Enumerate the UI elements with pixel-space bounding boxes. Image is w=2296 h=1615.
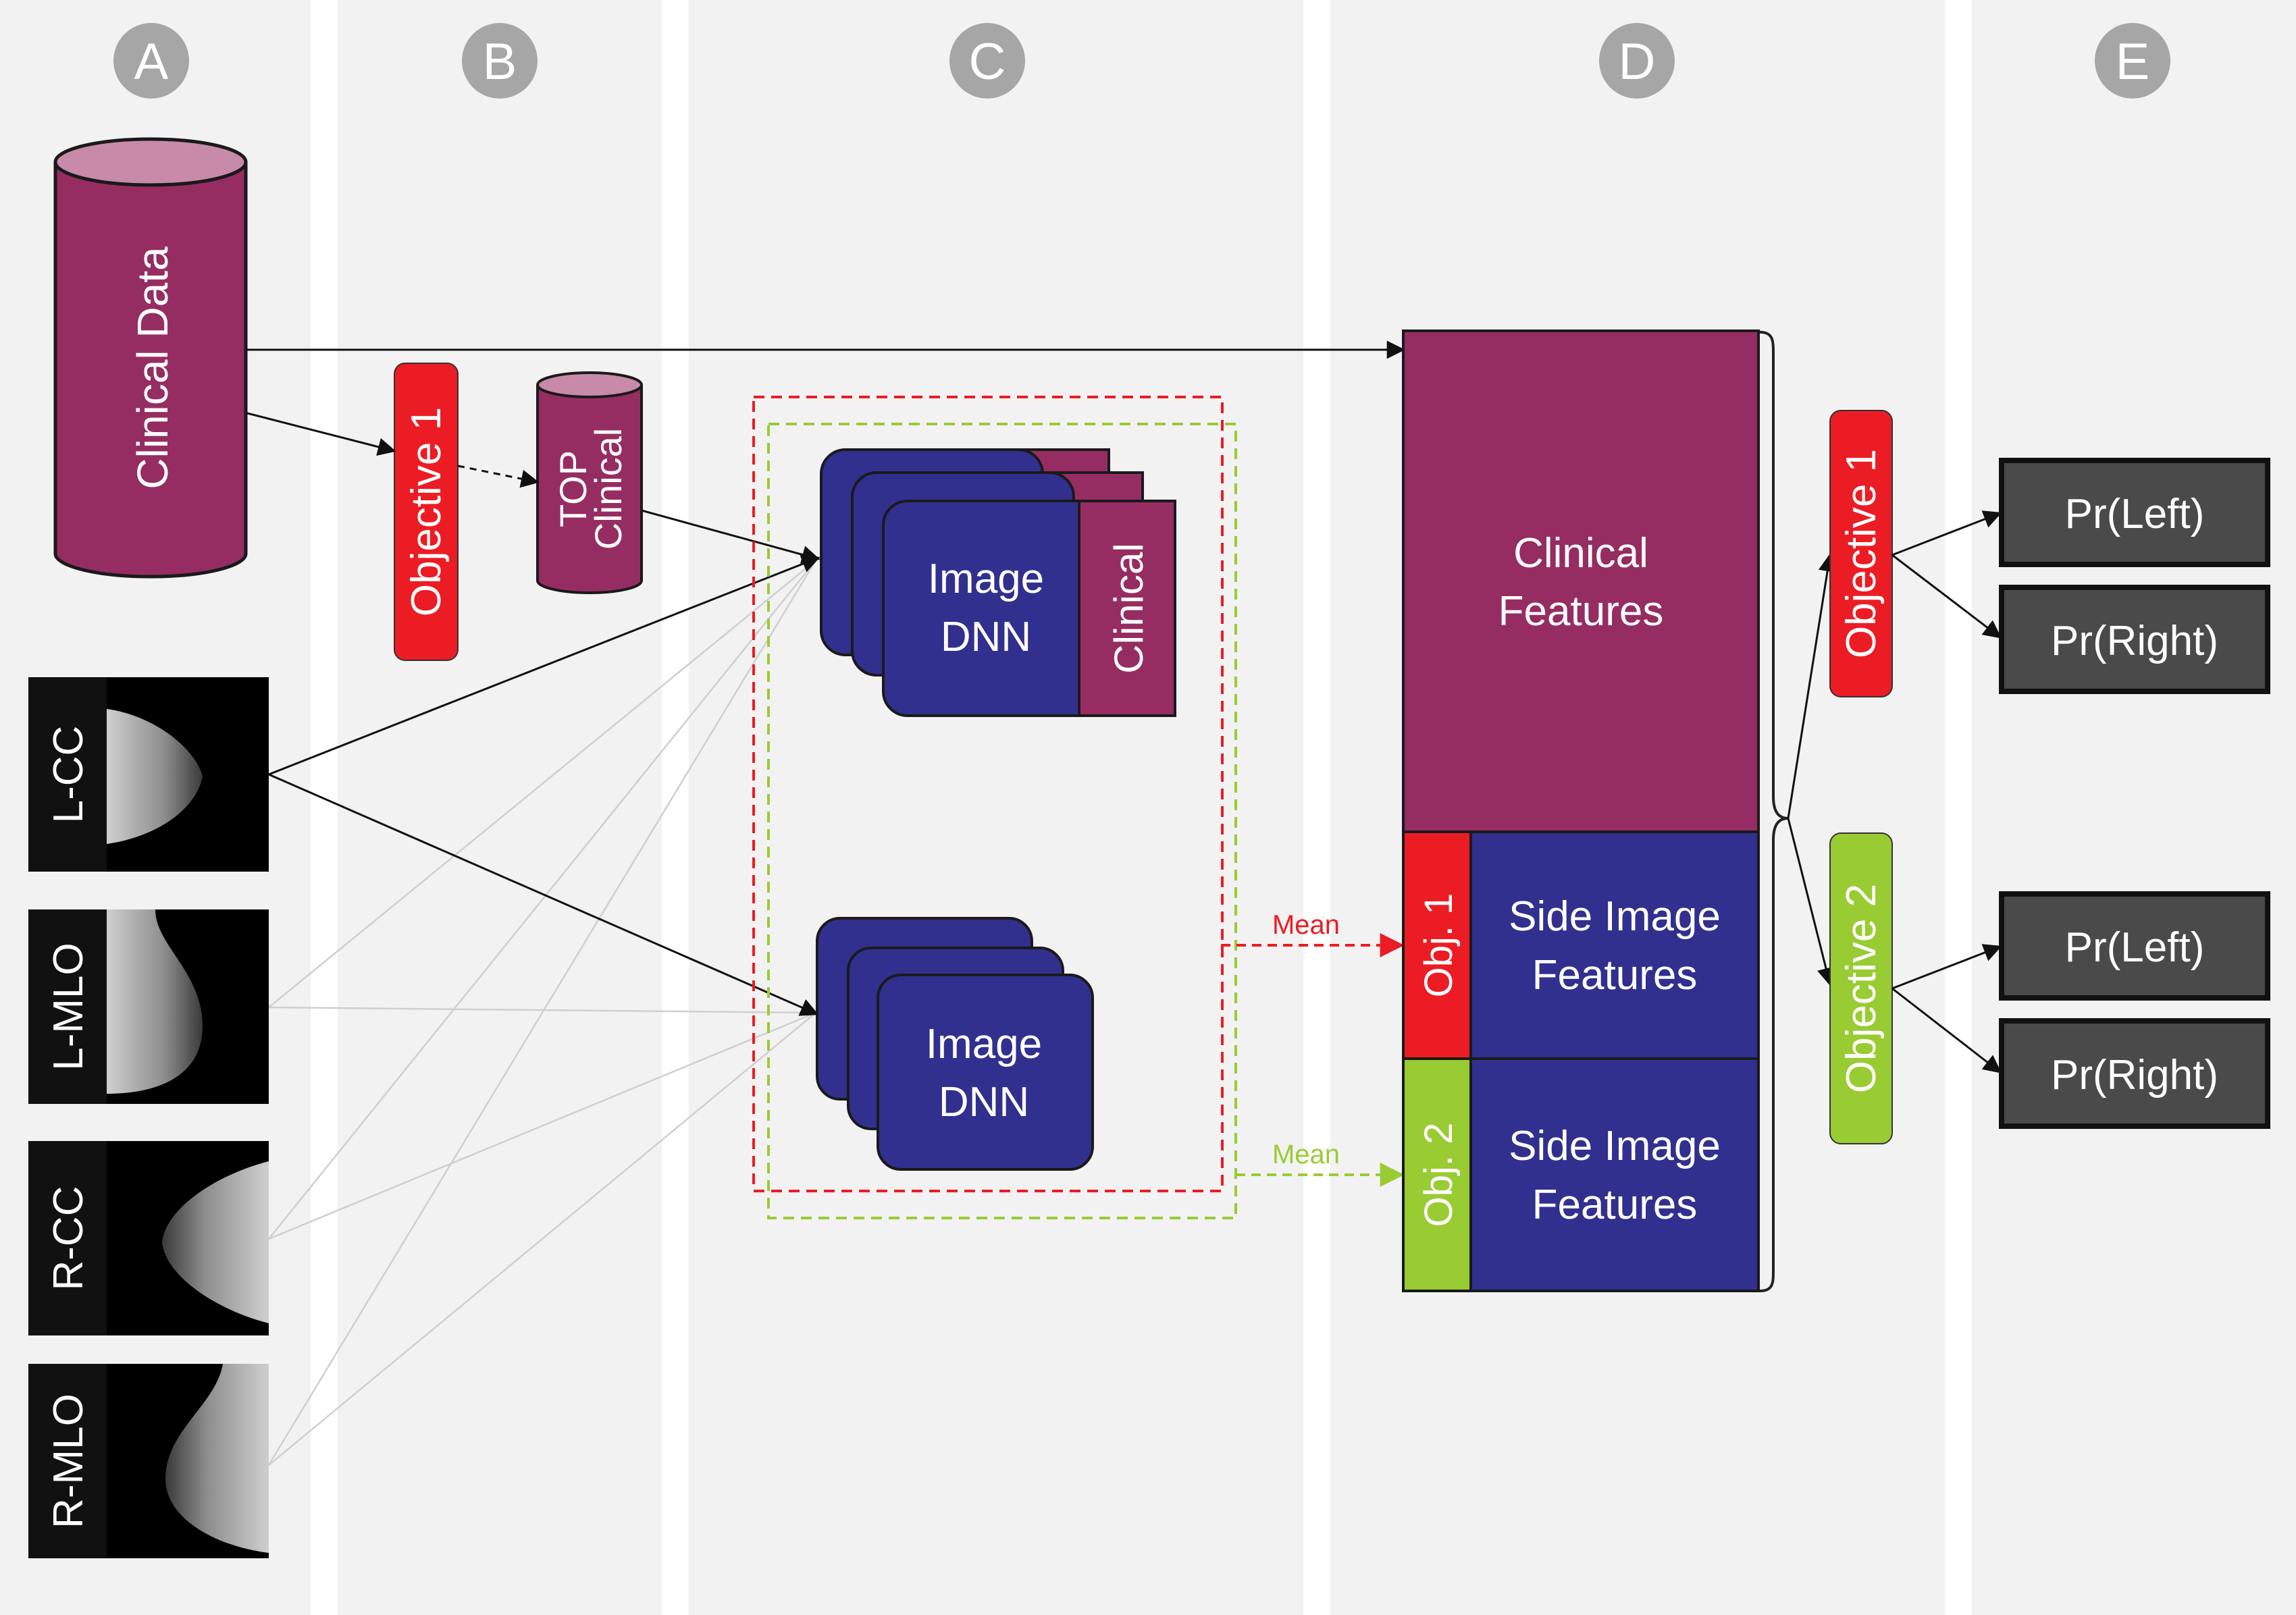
side-features-2-block (1469, 1057, 1760, 1292)
dnn-upper-label-line1: Image (928, 556, 1044, 602)
output-box-1 (1999, 458, 2270, 567)
column-letter-c: C (969, 33, 1006, 90)
output-box-4 (1999, 1018, 2270, 1129)
dnn-stack-upper: Image DNN Clinical (820, 448, 1176, 717)
obj2-block (1402, 1057, 1472, 1292)
column-circle-d (1599, 23, 1675, 99)
side-features-1-block (1469, 830, 1760, 1060)
top-clinical-label-line2: Clinical (587, 428, 629, 550)
clinical-features-line1: Clinical (1513, 530, 1648, 577)
output-label-1: Pr(Left) (2065, 491, 2205, 537)
band-c (689, 0, 1303, 1615)
band-b (338, 0, 662, 1615)
dnn-clinical-block (1078, 500, 1176, 717)
black-arrows (246, 340, 1405, 1016)
view-l-cc: L-CC (28, 677, 269, 872)
view-label-l-cc: L-CC (45, 726, 92, 824)
output-boxes: Pr(Left) Pr(Right) Pr(Left) Pr(Right) (1999, 458, 2270, 1129)
output-arrows (1891, 510, 2002, 1074)
view-label-l-mlo: L-MLO (45, 943, 92, 1070)
feature-stack: Clinical Features Obj. 1 Side Image Feat… (1402, 329, 1760, 1292)
arrow-objective-to-top (457, 465, 540, 488)
arrow-clinical-to-objective (246, 412, 396, 456)
output-label-4: Pr(Right) (2051, 1052, 2218, 1098)
red-dashed-group (752, 396, 1224, 1192)
view-r-mlo: R-MLO (28, 1364, 269, 1558)
dnn-clinical-label: Clinical (1106, 543, 1151, 673)
objective-1-label-e: Objective 1 (1838, 449, 1885, 658)
column-letter-b: B (483, 33, 517, 90)
view-label-r-cc: R-CC (45, 1186, 92, 1291)
faint-connectors (267, 560, 817, 1466)
arrow-lcc-to-dnn-lower (268, 773, 819, 1016)
mean-arrows (1221, 933, 1405, 1187)
mean-label-green: Mean (1272, 1140, 1340, 1169)
column-circle-a (113, 23, 189, 99)
objective-2-label-e: Objective 2 (1838, 884, 1885, 1093)
band-e (1972, 0, 2296, 1615)
view-label-r-mlo: R-MLO (45, 1394, 92, 1529)
clinical-features-block (1402, 329, 1760, 833)
side-features-1-line2: Features (1532, 952, 1698, 999)
column-letter-a: A (134, 33, 169, 90)
top-clinical-label-line1: TOP (552, 450, 594, 527)
objective-1-pill-e: Objective 1 (1829, 410, 1893, 697)
column-letter-d: D (1619, 33, 1656, 90)
view-l-mlo: L-MLO (28, 909, 269, 1104)
mammogram-l-cc (107, 709, 203, 844)
objective-1-pill-b: Objective 1 (394, 363, 459, 661)
view-r-cc: R-CC (28, 1141, 269, 1335)
output-label-2: Pr(Right) (2051, 618, 2218, 664)
clinical-data-cylinder: Clinical Data (53, 137, 248, 579)
objective-1-label-b: Objective 1 (403, 407, 450, 616)
obj2-label: Obj. 2 (1417, 1123, 1461, 1227)
dnn-lower-label-line2: DNN (939, 1079, 1029, 1126)
arrow-top-to-dnn (641, 509, 820, 564)
mean-label-red: Mean (1272, 910, 1340, 940)
top-clinical-cylinder: TOP Clinical (536, 371, 643, 594)
objective-2-pill-e: Objective 2 (1829, 832, 1893, 1144)
clinical-data-label: Clinical Data (128, 246, 177, 489)
side-features-1-line1: Side Image (1509, 893, 1721, 940)
dnn-upper-label-line2: DNN (941, 614, 1031, 660)
mammogram-l-mlo (107, 909, 203, 1094)
mammogram-r-cc (162, 1161, 269, 1323)
output-box-2 (1999, 585, 2270, 694)
dnn-lower-label-line1: Image (926, 1021, 1042, 1067)
side-features-2-line2: Features (1532, 1182, 1698, 1228)
side-features-2-line1: Side Image (1509, 1123, 1721, 1169)
column-letter-e: E (2116, 33, 2150, 90)
mammogram-r-mlo (165, 1364, 269, 1553)
obj1-label: Obj. 1 (1417, 893, 1461, 998)
arrow-lcc-to-dnn-upper (268, 555, 820, 776)
dnn-stack-lower: Image DNN (816, 917, 1094, 1171)
output-label-3: Pr(Left) (2065, 924, 2205, 971)
column-circle-c (949, 23, 1025, 99)
brace-to-objective-arrows (1787, 553, 1837, 986)
clinical-features-line2: Features (1498, 588, 1664, 635)
green-dashed-group (767, 423, 1237, 1219)
column-circle-b (462, 23, 538, 99)
column-headers: A B C D E (113, 23, 2170, 99)
output-box-3 (1999, 891, 2270, 1001)
column-circle-e (2095, 23, 2170, 99)
